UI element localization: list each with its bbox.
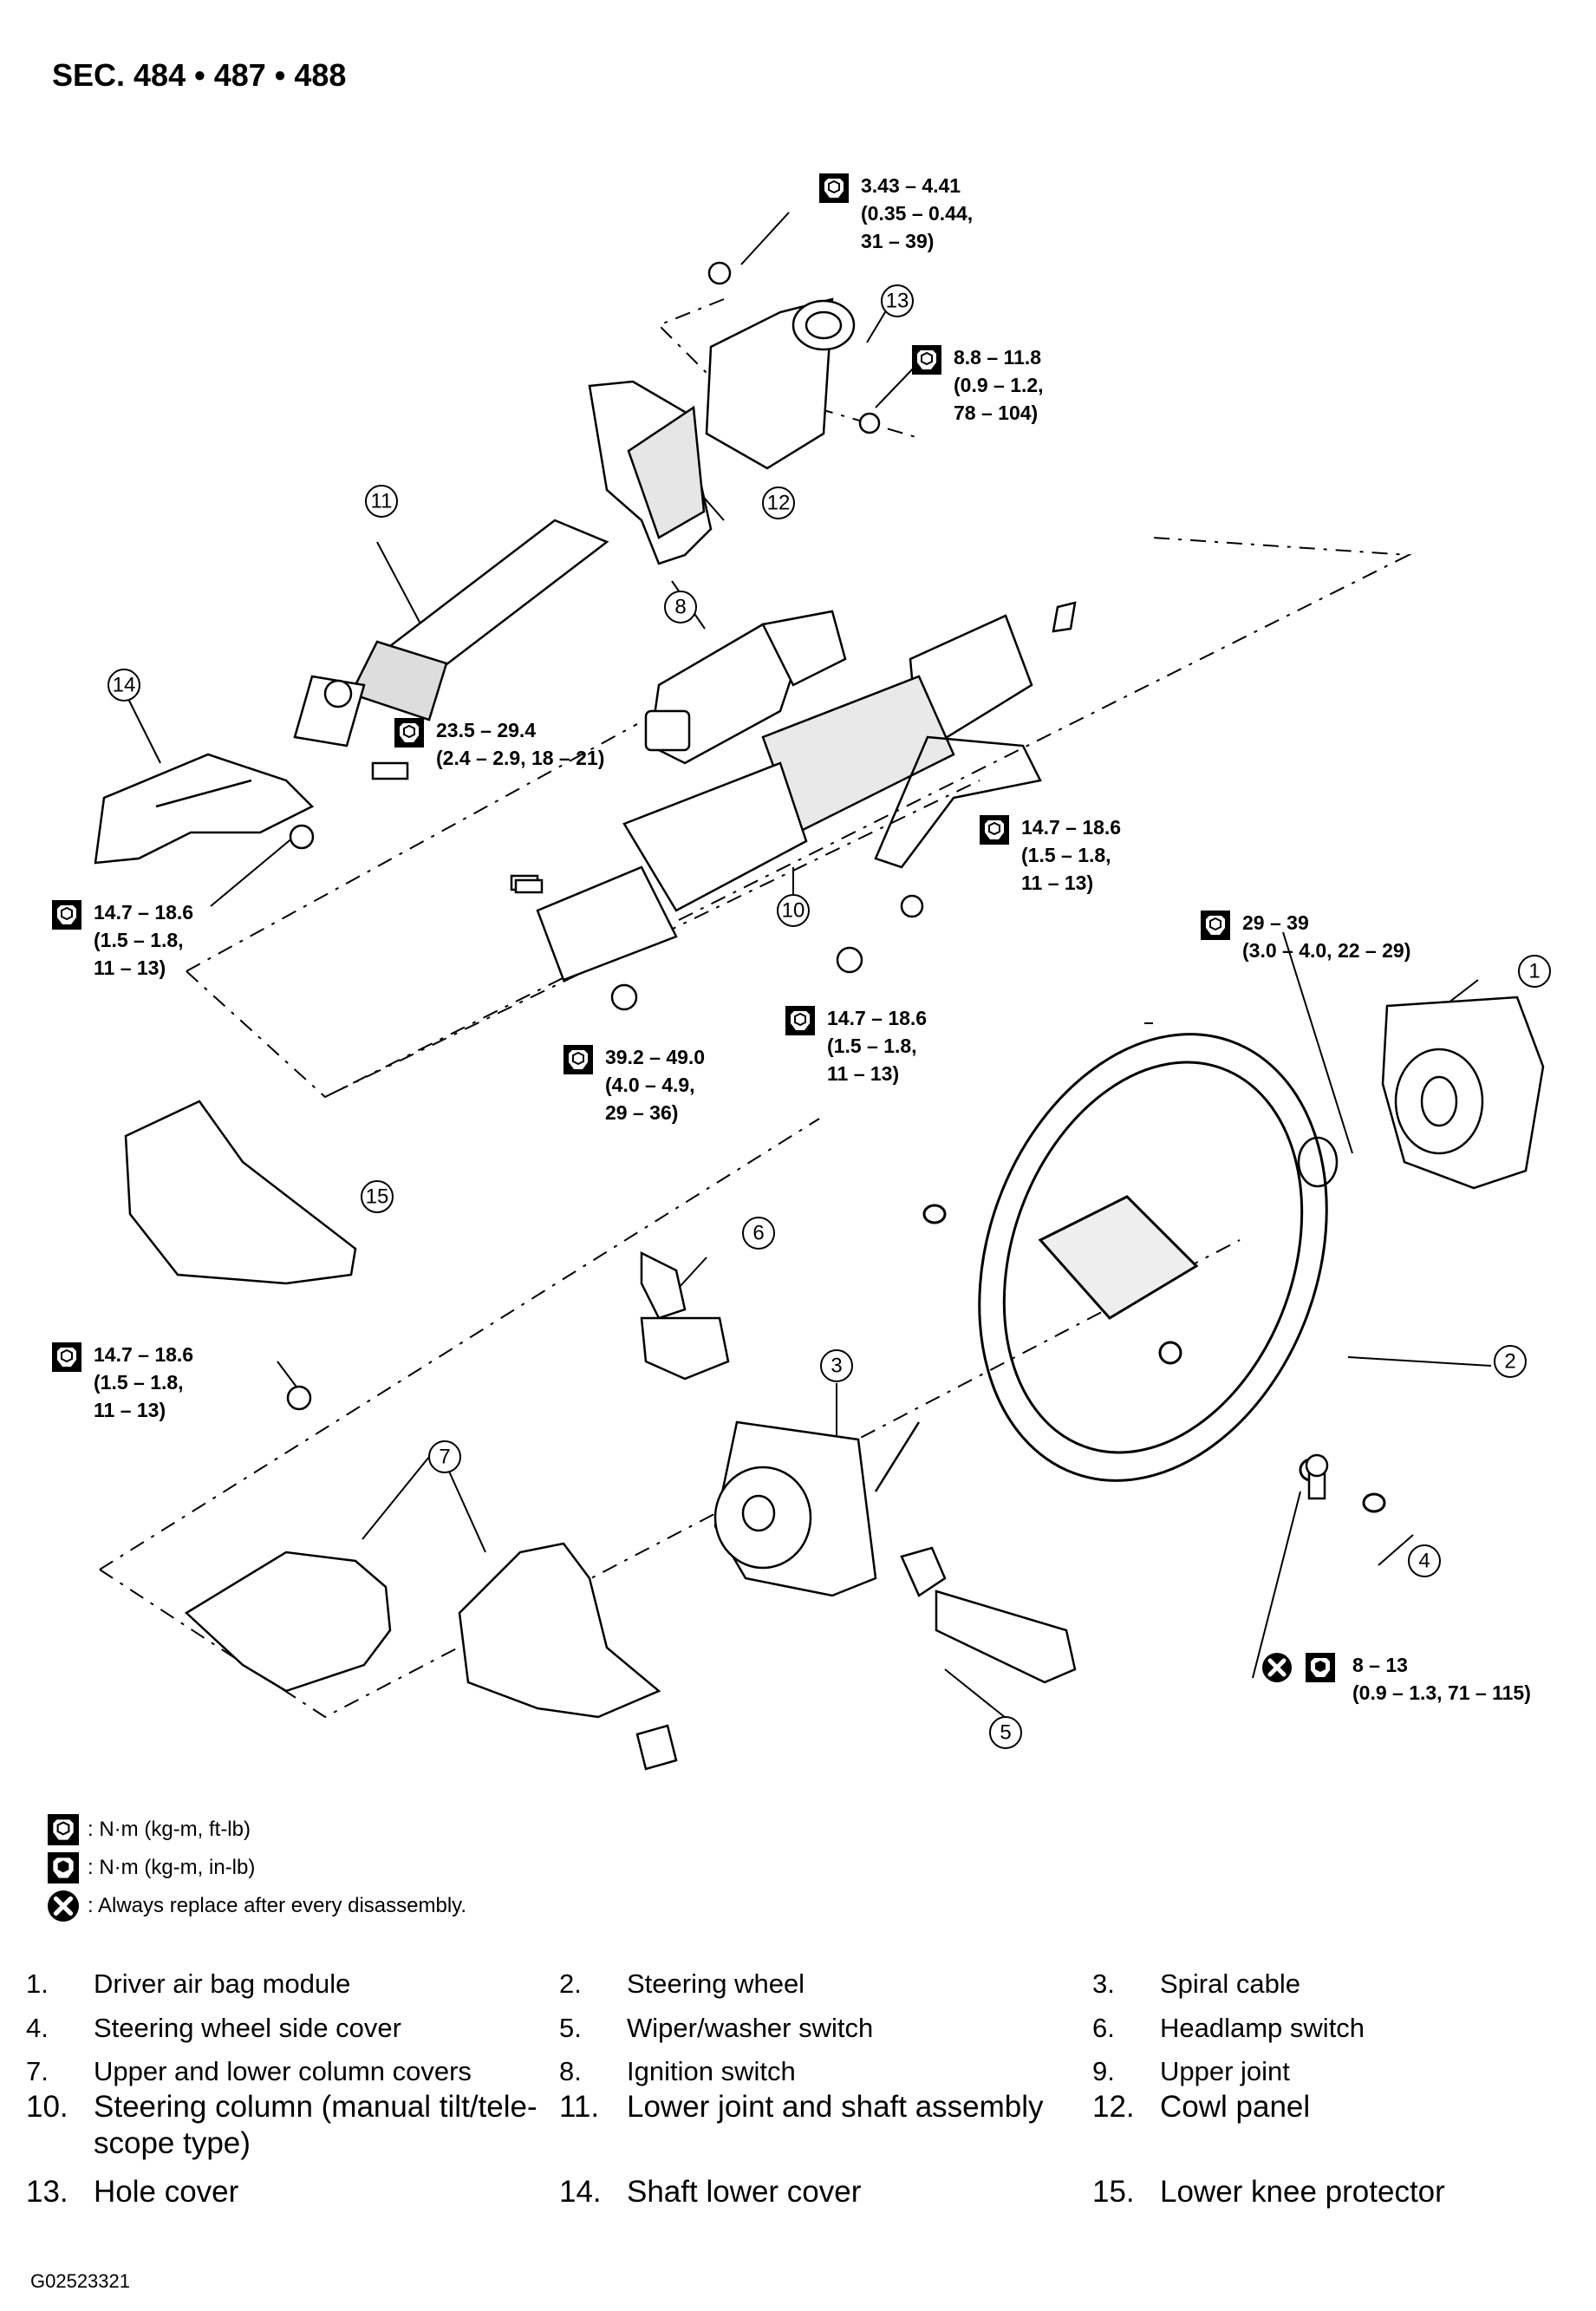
torque-spec-shaft-cover: 14.7 – 18.6 (1.5 – 1.8, 11 – 13) xyxy=(94,901,194,979)
replace-x-icon xyxy=(48,1890,79,1922)
spiral-cable-3 xyxy=(713,1420,921,1597)
lower-shaft-11 xyxy=(293,519,609,780)
torque-icon xyxy=(51,899,82,930)
lower-knee-protector-15 xyxy=(124,1100,357,1411)
wiper-washer-switch-5 xyxy=(900,1546,1077,1684)
torque-icon xyxy=(785,1005,816,1036)
torque-spec-hole-cover-nut: 3.43 – 4.41 (0.35 – 0.44, 31 – 39) xyxy=(861,174,974,252)
torque-spec-upper-joint: 39.2 – 49.0 (4.0 – 4.9, 29 – 36) xyxy=(605,1046,706,1124)
torque-ft-lb-icon xyxy=(48,1814,79,1845)
callout-5: 5 xyxy=(989,1716,1022,1749)
legend-ft-lb: : N·m (kg-m, ft-lb) xyxy=(48,1814,251,1845)
callout-15-text: 15 xyxy=(366,1185,389,1209)
torque-spec-knee-protector: 14.7 – 18.6 (1.5 – 1.8, 11 – 13) xyxy=(94,1343,194,1421)
callout-8: 8 xyxy=(664,591,697,623)
callout-7: 7 xyxy=(428,1440,461,1473)
cowl-panel-12 xyxy=(588,380,713,565)
callout-3: 3 xyxy=(820,1349,853,1382)
torque-icon xyxy=(911,344,942,375)
torque-icon xyxy=(818,173,850,204)
torque-in-lb-icon xyxy=(1306,1653,1335,1682)
shaft-lower-cover-14 xyxy=(94,753,315,865)
headlamp-switch-6 xyxy=(640,1250,730,1381)
torque-spec-hole-cover-bolt: 8.8 – 11.8 (0.9 – 1.2, 78 – 104) xyxy=(954,346,1044,424)
torque-spec-lower-joint: 23.5 – 29.4 (2.4 – 2.9, 18 – 21) xyxy=(436,719,605,769)
torque-icon xyxy=(51,1342,82,1373)
callout-12: 12 xyxy=(762,486,795,519)
callout-1: 1 xyxy=(1518,955,1551,988)
callout-12-text: 12 xyxy=(767,492,791,515)
legend-replace: : Always replace after every disassembly… xyxy=(48,1890,466,1922)
torque-icon xyxy=(563,1044,594,1075)
ignition-switch-8 xyxy=(644,610,847,765)
callout-4: 4 xyxy=(1408,1544,1441,1577)
driver-airbag-module-1 xyxy=(1297,996,1545,1190)
torque-spec-wheel-nut: 29 – 39 (3.0 – 4.0, 22 – 29) xyxy=(1242,911,1411,962)
callout-11-text: 11 xyxy=(371,490,393,513)
callout-14: 14 xyxy=(107,669,140,702)
torque-in-lb-icon xyxy=(48,1852,79,1883)
callout-10: 10 xyxy=(777,894,810,927)
callout-2-text: 2 xyxy=(1504,1350,1515,1374)
steering-column-10 xyxy=(510,601,1077,1011)
callout-14-text: 14 xyxy=(113,674,136,697)
callout-5-text: 5 xyxy=(1000,1721,1011,1745)
bolt-parts xyxy=(514,878,1329,1500)
group-outline-upper xyxy=(99,298,1412,1719)
section-title: SEC. 484 • 487 • 488 xyxy=(52,57,347,93)
callout-13: 13 xyxy=(881,284,914,317)
replace-x-icon xyxy=(1262,1653,1292,1682)
column-covers-7 xyxy=(184,1542,678,1771)
callout-8-text: 8 xyxy=(674,596,686,619)
torque-icon xyxy=(394,717,425,748)
callout-15: 15 xyxy=(361,1180,394,1213)
legend-in-lb: : N·m (kg-m, in-lb) xyxy=(48,1852,255,1883)
torque-spec-column-bracket: 14.7 – 18.6 (1.5 – 1.8, 11 – 13) xyxy=(1021,816,1122,894)
figure-code: G02523321 xyxy=(30,2270,130,2292)
callout-7-text: 7 xyxy=(439,1446,450,1469)
callout-6: 6 xyxy=(742,1217,775,1250)
steering-wheel-2 xyxy=(922,1033,1386,1513)
callout-11: 11 xyxy=(365,485,398,518)
callout-2: 2 xyxy=(1494,1345,1527,1378)
torque-spec-column-nut: 14.7 – 18.6 (1.5 – 1.8, 11 – 13) xyxy=(827,1007,928,1085)
callout-1-text: 1 xyxy=(1528,960,1540,983)
callout-6-text: 6 xyxy=(752,1222,764,1245)
torque-icon xyxy=(979,814,1010,845)
callout-3-text: 3 xyxy=(831,1355,842,1378)
callout-4-text: 4 xyxy=(1418,1550,1430,1573)
torque-icon xyxy=(1200,910,1231,941)
callout-10-text: 10 xyxy=(782,899,805,923)
torque-spec-airbag-bolt: 8 – 13 (0.9 – 1.3, 71 – 115) xyxy=(1352,1654,1531,1704)
callout-13-text: 13 xyxy=(886,290,909,313)
hole-cover-13 xyxy=(705,261,881,470)
